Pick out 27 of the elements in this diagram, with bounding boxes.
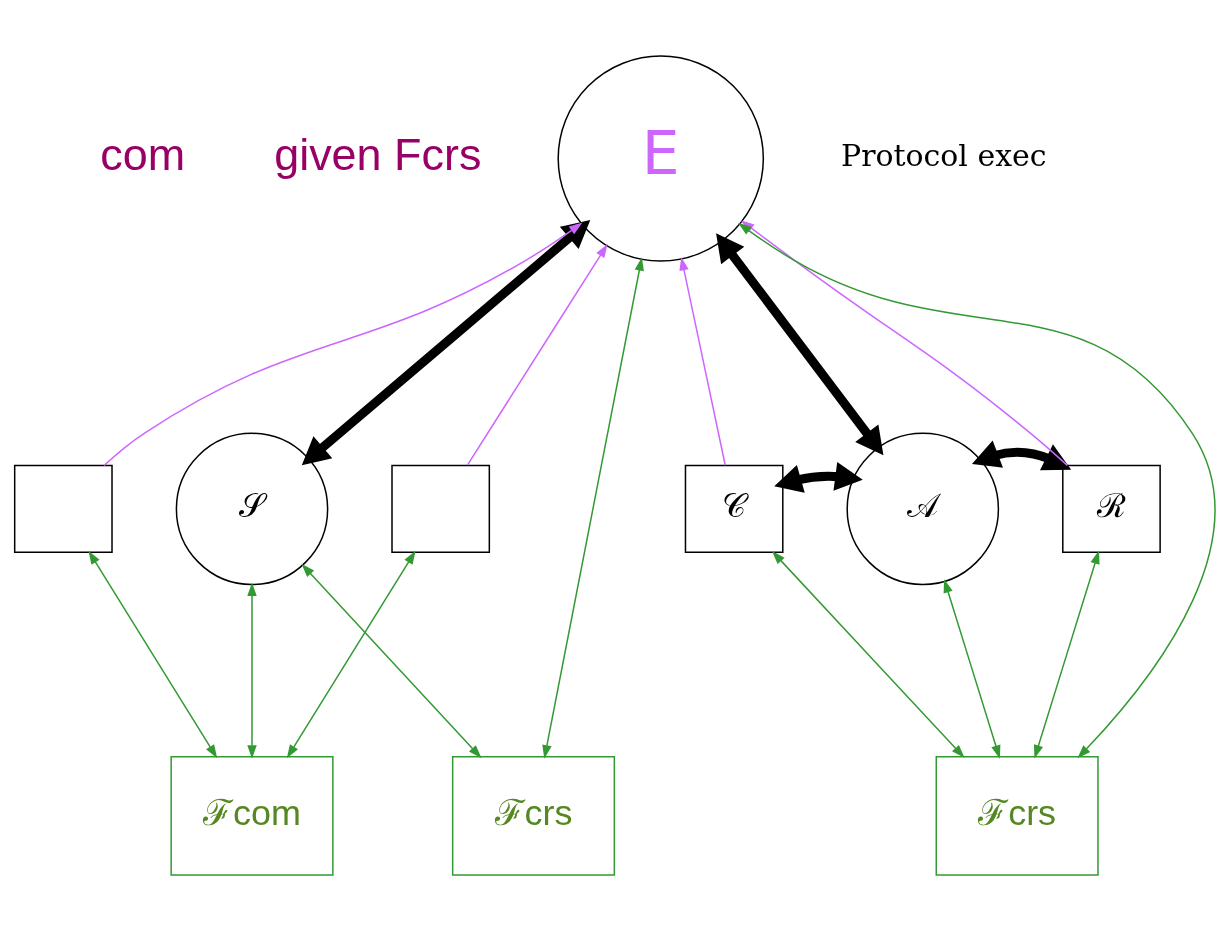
- arrow: [286, 550, 416, 759]
- arrow: [247, 582, 257, 759]
- label: given Fcrs: [274, 128, 482, 180]
- node-box: ℱcom: [170, 755, 334, 876]
- node-circle: 𝒮: [175, 432, 329, 586]
- arrow: [1033, 550, 1100, 759]
- arrow: [943, 579, 1001, 759]
- arrow: [971, 440, 1072, 471]
- arrow: [774, 461, 863, 493]
- arrow: [301, 219, 591, 466]
- node-box: ℛ: [1062, 464, 1161, 554]
- arrow: [716, 233, 884, 456]
- label: com: [100, 128, 186, 180]
- arrow: [542, 257, 644, 759]
- node-circle: 𝒜: [846, 432, 1000, 586]
- arrow: [301, 563, 482, 759]
- arrow: [466, 244, 608, 466]
- arrow: [679, 256, 726, 467]
- arrow: [88, 550, 218, 759]
- arrow: [103, 222, 583, 467]
- node-box: ℱcrs: [451, 755, 616, 876]
- node-box: ℱcrs: [935, 755, 1099, 876]
- node-box: [391, 464, 491, 554]
- label: Protocol exec: [841, 138, 1047, 174]
- node-box: [13, 464, 113, 554]
- node-box: 𝒞: [684, 464, 784, 554]
- arrow: [771, 551, 965, 759]
